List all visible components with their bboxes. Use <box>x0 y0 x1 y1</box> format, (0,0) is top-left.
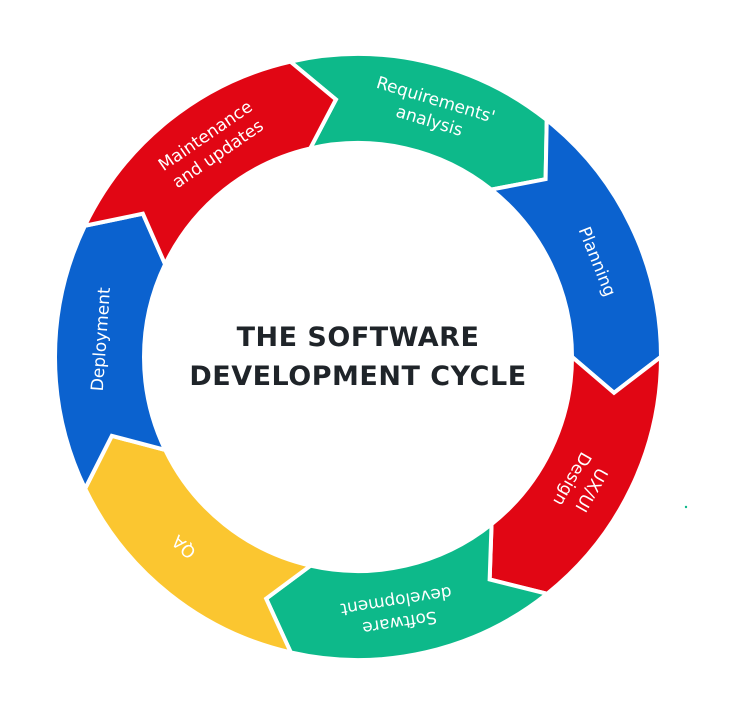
stray-dot <box>684 505 688 509</box>
cycle-segments <box>53 52 664 662</box>
diagram-title-line-2: DEVELOPMENT CYCLE <box>189 361 527 392</box>
segment-maintenance-and-updates <box>81 59 339 270</box>
diagram-title-line-1: THE SOFTWARE <box>236 322 480 353</box>
diagram-title: THE SOFTWARE DEVELOPMENT CYCLE <box>158 318 558 396</box>
segment-qa <box>82 433 316 656</box>
